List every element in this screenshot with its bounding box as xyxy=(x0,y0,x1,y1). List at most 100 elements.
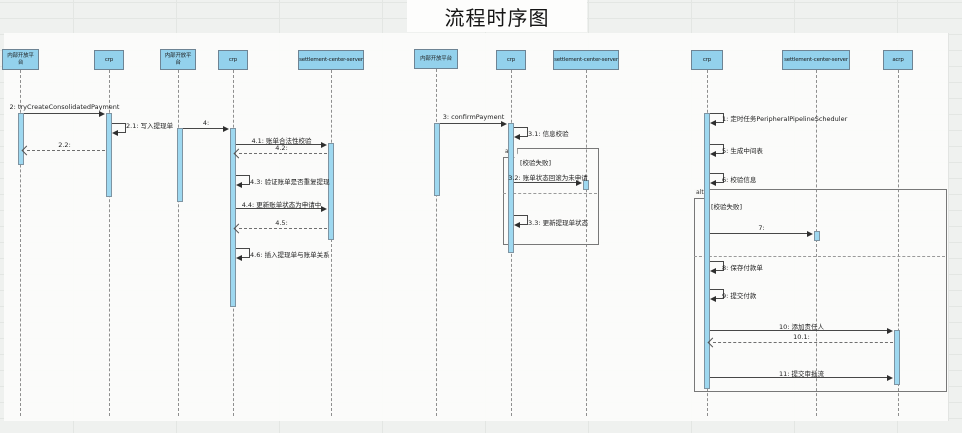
canvas-background xyxy=(4,33,949,421)
message-line[interactable] xyxy=(514,215,527,216)
message-line[interactable] xyxy=(713,342,893,343)
message-line-corner xyxy=(723,113,724,122)
participant-box[interactable]: crp xyxy=(218,50,248,70)
message-line[interactable] xyxy=(236,175,249,176)
activation-bar[interactable] xyxy=(177,128,183,202)
participant-box[interactable]: 内部开放平台 xyxy=(414,49,458,69)
activation-bar[interactable] xyxy=(814,231,820,241)
activation-bar[interactable] xyxy=(704,113,710,389)
message-label[interactable]: 2: tryCreateConsolidatedPayment xyxy=(9,103,120,111)
message-line-bottom xyxy=(715,153,724,154)
message-line[interactable] xyxy=(236,144,323,145)
activation-bar[interactable] xyxy=(230,128,236,307)
message-label[interactable]: 1: 定时任务PeripheralPipelineScheduler xyxy=(722,115,848,123)
activation-bar[interactable] xyxy=(106,113,112,197)
arrowhead-icon xyxy=(710,295,716,302)
message-label[interactable]: 9: 提交付款 xyxy=(722,292,757,300)
message-line-bottom xyxy=(715,270,724,271)
activation-bar[interactable] xyxy=(434,123,440,196)
message-label[interactable]: 4.4: 更新账单状态为申请中 xyxy=(241,201,322,209)
message-line-corner xyxy=(249,175,250,184)
message-label[interactable]: 4.6: 插入提现单与账单关系 xyxy=(250,251,330,259)
message-line[interactable] xyxy=(710,289,723,290)
arrowhead-icon xyxy=(576,179,582,186)
message-label[interactable]: 3: confirmPayment xyxy=(442,113,505,121)
message-line[interactable] xyxy=(112,123,125,124)
fragment-divider xyxy=(694,256,945,257)
lifeline xyxy=(898,70,899,416)
message-line-corner xyxy=(723,289,724,298)
message-line[interactable] xyxy=(24,113,101,114)
message-line[interactable] xyxy=(710,233,809,234)
message-line-bottom xyxy=(715,122,724,123)
alt-fragment[interactable] xyxy=(694,189,947,392)
lifeline xyxy=(816,70,817,416)
lifeline xyxy=(331,70,332,416)
arrowhead-icon xyxy=(710,267,716,274)
message-label[interactable]: 3.2: 账单状态回滚为未申请 xyxy=(508,174,588,182)
participant-box[interactable]: 内部开放平 台 xyxy=(2,49,39,70)
message-line-bottom xyxy=(715,182,724,183)
participant-box[interactable]: 内部开放平 台 xyxy=(160,49,196,70)
message-label[interactable]: 6: 校验信息 xyxy=(722,176,757,184)
message-label[interactable]: 10: 添加责任人 xyxy=(778,323,825,331)
message-label[interactable]: 7: xyxy=(758,224,765,232)
message-line-corner xyxy=(527,127,528,136)
message-label[interactable]: 5: 生成中间表 xyxy=(722,147,763,155)
message-line[interactable] xyxy=(514,182,578,183)
participant-box[interactable]: settlement-center-server xyxy=(782,50,850,70)
arrowhead-icon xyxy=(710,119,716,126)
message-line[interactable] xyxy=(183,128,225,129)
message-label[interactable]: 10.1: xyxy=(793,333,810,341)
participant-box[interactable]: crp xyxy=(94,50,124,70)
activation-bar[interactable] xyxy=(18,113,24,165)
message-line-bottom xyxy=(117,132,126,133)
activation-bar[interactable] xyxy=(583,180,589,190)
guard-label: [校验失败] xyxy=(711,203,743,211)
guard-label: [校验失败] xyxy=(520,159,552,167)
participant-box[interactable]: acrp xyxy=(883,50,913,70)
message-line[interactable] xyxy=(236,248,249,249)
arrowhead-icon xyxy=(236,181,242,188)
message-label[interactable]: 3.3: 更新提现单状态 xyxy=(528,219,589,227)
participant-box[interactable]: crp xyxy=(691,50,723,70)
message-line[interactable] xyxy=(710,377,889,378)
message-line[interactable] xyxy=(710,261,723,262)
lifeline xyxy=(109,70,110,416)
message-line[interactable] xyxy=(514,127,527,128)
message-label[interactable]: 4.1: 账单合法性校验 xyxy=(251,137,312,145)
message-label[interactable]: 3.1: 信息校验 xyxy=(528,130,569,138)
message-line[interactable] xyxy=(710,330,889,331)
message-line[interactable] xyxy=(236,208,323,209)
message-line-bottom xyxy=(519,136,528,137)
activation-bar[interactable] xyxy=(328,143,334,240)
arrowhead-icon xyxy=(321,205,327,212)
activation-bar[interactable] xyxy=(894,330,900,385)
arrowhead-icon xyxy=(112,129,118,136)
message-line[interactable] xyxy=(710,144,723,145)
activation-bar[interactable] xyxy=(508,123,514,253)
message-label[interactable]: 11: 提交审批流 xyxy=(778,370,825,378)
arrowhead-icon xyxy=(807,230,813,237)
participant-box[interactable]: settlement-center-server xyxy=(298,50,364,70)
message-line[interactable] xyxy=(710,113,723,114)
message-label[interactable]: 2.1: 写入提现单 xyxy=(126,122,174,130)
message-label[interactable]: 4: xyxy=(202,119,210,127)
title-area: 流程时序图 xyxy=(407,0,587,32)
message-label[interactable]: 4.3: 验证账单是否重复提现 xyxy=(250,178,330,186)
message-line[interactable] xyxy=(27,150,105,151)
message-label[interactable]: 8: 保存付款单 xyxy=(722,264,763,272)
message-label[interactable]: 2.2: xyxy=(58,141,71,149)
arrowhead-icon xyxy=(710,179,716,186)
message-line[interactable] xyxy=(440,123,503,124)
lifeline xyxy=(436,69,437,416)
arrowhead-icon xyxy=(887,327,893,334)
participant-box[interactable]: crp xyxy=(496,50,526,70)
alt-fragment[interactable] xyxy=(503,148,599,245)
message-line[interactable] xyxy=(710,173,723,174)
participant-box[interactable]: settlement-center-server xyxy=(553,50,619,70)
message-line[interactable] xyxy=(239,228,327,229)
message-label[interactable]: 4.5: xyxy=(275,219,288,227)
message-label[interactable]: 4.2: xyxy=(275,144,288,152)
message-line[interactable] xyxy=(239,153,327,154)
